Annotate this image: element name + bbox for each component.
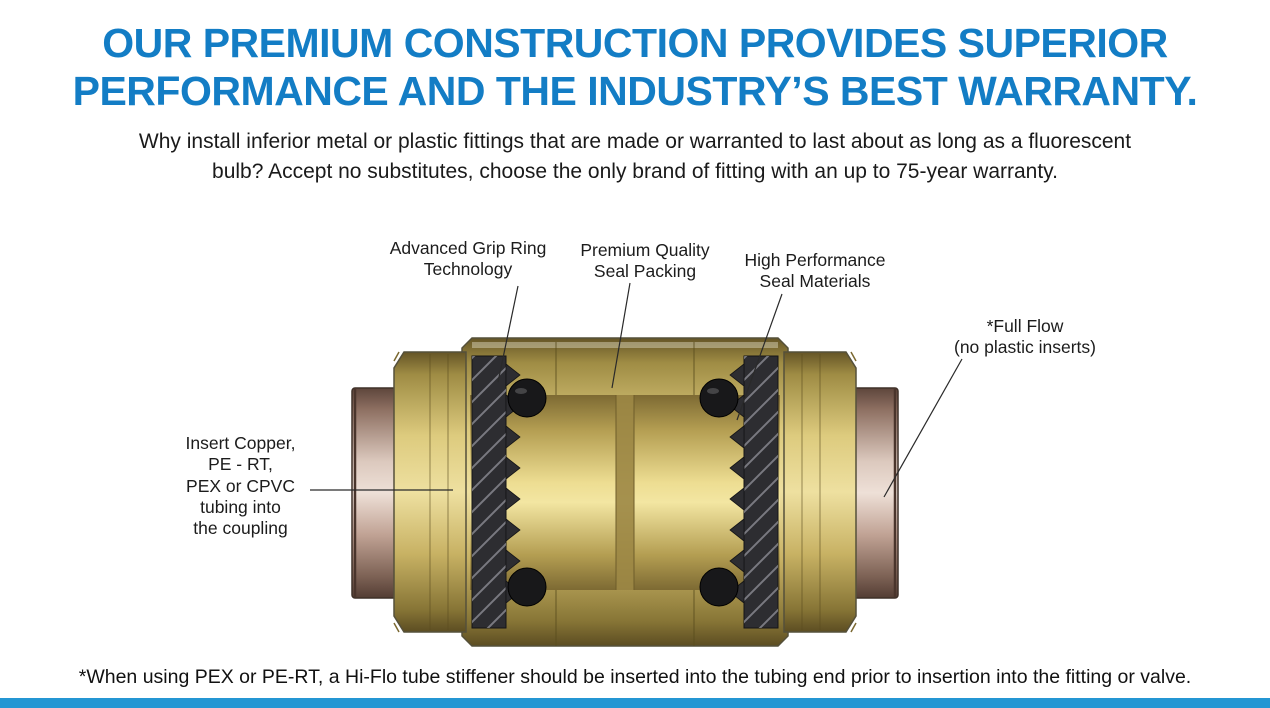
grip-ring-left	[471, 355, 521, 629]
leader-grip-ring	[497, 285, 519, 383]
o-ring-seals	[507, 378, 739, 607]
tube-stop	[616, 395, 634, 590]
coupling-bore	[470, 342, 780, 646]
bottom-accent-bar	[0, 698, 1270, 708]
leader-full-flow	[883, 358, 963, 498]
subheadline: Why install inferior metal or plastic fi…	[138, 130, 1132, 184]
callout-grip-ring: Advanced Grip Ring Technology	[389, 238, 547, 280]
grip-ring-right	[729, 355, 779, 629]
callout-insert-tubing: Insert Copper, PE - RT, PEX or CPVC tubi…	[185, 433, 296, 539]
callout-seal-packing: Premium Quality Seal Packing	[580, 240, 710, 282]
coupling-cutaway-illustration	[310, 282, 963, 647]
o-ring-top-right	[699, 378, 739, 418]
callout-full-flow: *Full Flow (no plastic inserts)	[954, 316, 1096, 358]
o-ring-bottom-right	[699, 567, 739, 607]
retaining-nut-left	[393, 351, 467, 633]
leader-seal-packing	[611, 282, 631, 389]
page-title: OUR PREMIUM CONSTRUCTION PROVIDES SUPERI…	[72, 20, 1198, 114]
footnote: *When using PEX or PE-RT, a Hi-Flo tube …	[78, 666, 1192, 688]
leader-lines	[310, 282, 963, 498]
callout-seal-materials: High Performance Seal Materials	[744, 250, 886, 292]
leader-seal-materials	[736, 293, 783, 421]
o-ring-bottom-left	[507, 567, 547, 607]
retaining-nut-right	[783, 351, 857, 633]
coupling-diagram: Advanced Grip Ring Technology Premium Qu…	[0, 230, 1270, 660]
o-ring-top-left	[507, 378, 547, 418]
